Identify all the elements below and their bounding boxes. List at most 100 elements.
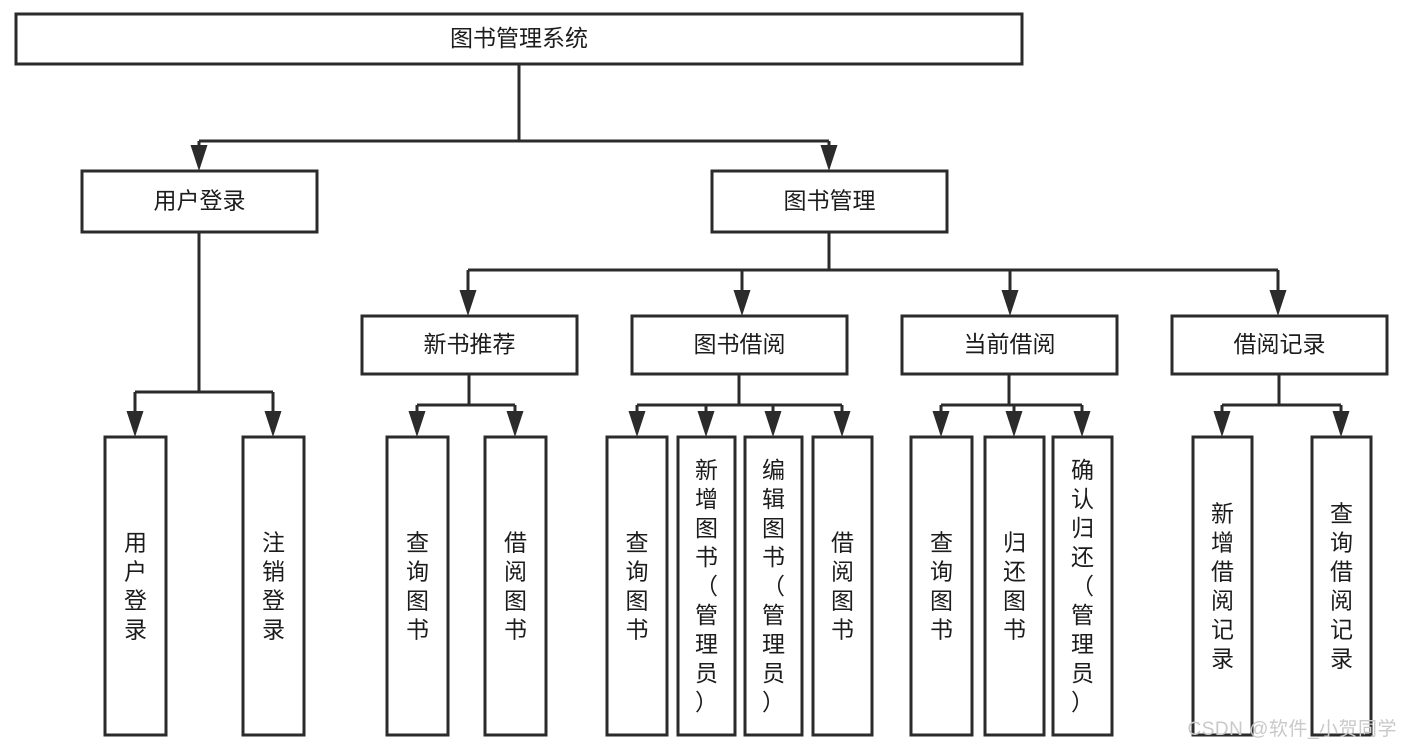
node-label-leaf-borrow-book: 阅 — [831, 559, 854, 585]
node-label-leaf-query-borrow-record: 借 — [1330, 559, 1353, 585]
node-label-leaf-borrow-book-rec: 图 — [504, 588, 527, 614]
node-label-leaf-confirm-return-admin: 员 — [1071, 660, 1094, 686]
node-book-borrow[interactable]: 图书借阅 — [630, 314, 849, 376]
node-label-leaf-query-book-current: 图 — [930, 588, 953, 614]
node-box-leaf-confirm-return-admin — [1051, 435, 1114, 737]
node-label-current-borrow: 当前借阅 — [964, 331, 1056, 357]
node-label-leaf-add-book-admin: 理 — [695, 631, 718, 657]
node-label-leaf-edit-book-admin: 辑 — [762, 486, 785, 512]
node-label-leaf-edit-book-admin: 编 — [762, 457, 785, 483]
node-label-leaf-query-borrow-record: 阅 — [1330, 588, 1353, 614]
node-label-leaf-user-login: 登 — [124, 588, 147, 614]
node-box-new-book-rec — [360, 314, 579, 376]
connector-layer — [126, 64, 1350, 437]
node-label-leaf-confirm-return-admin: 认 — [1071, 486, 1094, 512]
node-label-borrow-record: 借阅记录 — [1234, 331, 1326, 357]
node-label-leaf-query-book-borrow: 书 — [626, 617, 649, 643]
csdn-watermark: CSDN @软件_小贺同学 — [1187, 719, 1397, 740]
node-leaf-user-login[interactable]: 用户登录 — [103, 435, 168, 737]
node-label-new-book-rec: 新书推荐 — [424, 331, 516, 357]
node-label-leaf-add-book-admin: 增 — [695, 486, 718, 512]
node-label-leaf-add-borrow-record: 录 — [1211, 646, 1234, 672]
node-label-leaf-query-book-rec: 查 — [406, 530, 429, 556]
node-label-leaf-add-borrow-record: 记 — [1211, 617, 1234, 643]
node-label-leaf-query-book-rec: 图 — [406, 588, 429, 614]
node-label-leaf-confirm-return-admin: 理 — [1071, 631, 1094, 657]
node-label-leaf-query-book-current: 书 — [930, 617, 953, 643]
node-label-leaf-borrow-book-rec: 借 — [504, 530, 527, 556]
node-box-book-borrow — [630, 314, 849, 376]
node-label-leaf-edit-book-admin: ） — [762, 689, 785, 715]
node-label-leaf-borrow-book: 书 — [831, 617, 854, 643]
node-label-leaf-add-book-admin: 管 — [695, 602, 718, 628]
node-label-leaf-user-login: 户 — [124, 559, 147, 585]
node-label-leaf-borrow-book: 借 — [831, 530, 854, 556]
node-label-leaf-confirm-return-admin: 归 — [1071, 515, 1094, 541]
node-box-root — [14, 12, 1024, 66]
node-borrow-record[interactable]: 借阅记录 — [1170, 314, 1389, 376]
node-label-leaf-user-logout: 销 — [262, 559, 285, 585]
node-label-leaf-confirm-return-admin: ） — [1071, 689, 1094, 715]
node-label-leaf-borrow-book-rec: 书 — [504, 617, 527, 643]
node-label-leaf-return-book: 还 — [1003, 559, 1026, 585]
node-new-book-rec[interactable]: 新书推荐 — [360, 314, 579, 376]
node-box-borrow-record — [1170, 314, 1389, 376]
node-box-leaf-borrow-book-rec — [483, 435, 548, 737]
node-box-leaf-query-book-borrow — [605, 435, 669, 737]
node-label-leaf-query-borrow-record: 查 — [1330, 501, 1353, 527]
node-box-leaf-borrow-book — [811, 435, 874, 737]
node-label-leaf-add-book-admin: 书 — [695, 544, 718, 570]
node-box-current-borrow — [900, 314, 1119, 376]
node-label-leaf-query-book-borrow: 图 — [626, 588, 649, 614]
node-label-leaf-query-book-borrow: 查 — [626, 530, 649, 556]
node-label-leaf-add-book-admin: 员 — [695, 660, 718, 686]
node-label-leaf-confirm-return-admin: （ — [1071, 573, 1094, 599]
node-label-leaf-return-book: 图 — [1003, 588, 1026, 614]
node-label-leaf-query-book-current: 查 — [930, 530, 953, 556]
node-layer: 图书管理系统用户登录图书管理新书推荐图书借阅当前借阅借阅记录用户登录注销登录查询… — [14, 12, 1389, 737]
node-box-leaf-add-book-admin — [676, 435, 737, 737]
node-label-leaf-edit-book-admin: 书 — [762, 544, 785, 570]
node-label-leaf-user-logout: 录 — [262, 617, 285, 643]
node-label-leaf-query-borrow-record: 记 — [1330, 617, 1353, 643]
node-box-leaf-query-borrow-record — [1310, 435, 1373, 737]
node-box-leaf-query-book-rec — [385, 435, 450, 737]
node-label-leaf-add-book-admin: 新 — [695, 457, 718, 483]
node-label-leaf-add-borrow-record: 新 — [1211, 501, 1234, 527]
node-box-leaf-user-login — [103, 435, 168, 737]
node-label-leaf-edit-book-admin: 员 — [762, 660, 785, 686]
node-label-root: 图书管理系统 — [450, 25, 588, 51]
node-label-user-login: 用户登录 — [154, 188, 246, 214]
node-label-leaf-confirm-return-admin: 确 — [1071, 457, 1094, 483]
node-label-leaf-confirm-return-admin: 管 — [1071, 602, 1094, 628]
node-label-leaf-query-book-borrow: 询 — [626, 559, 649, 585]
node-label-leaf-return-book: 归 — [1003, 530, 1026, 556]
node-label-book-manage: 图书管理 — [784, 188, 876, 214]
node-label-leaf-add-book-admin: ） — [695, 689, 718, 715]
node-box-leaf-return-book — [983, 435, 1046, 737]
node-current-borrow[interactable]: 当前借阅 — [900, 314, 1119, 376]
node-box-leaf-edit-book-admin — [743, 435, 804, 737]
node-root[interactable]: 图书管理系统 — [14, 12, 1024, 66]
node-label-leaf-edit-book-admin: 理 — [762, 631, 785, 657]
node-box-leaf-query-book-current — [909, 435, 974, 737]
node-user-login[interactable]: 用户登录 — [80, 169, 319, 234]
node-label-leaf-query-book-rec: 书 — [406, 617, 429, 643]
node-book-manage[interactable]: 图书管理 — [710, 169, 949, 234]
node-box-book-manage — [710, 169, 949, 234]
node-label-leaf-borrow-book: 图 — [831, 588, 854, 614]
node-label-leaf-query-book-rec: 询 — [406, 559, 429, 585]
node-label-leaf-return-book: 书 — [1003, 617, 1026, 643]
